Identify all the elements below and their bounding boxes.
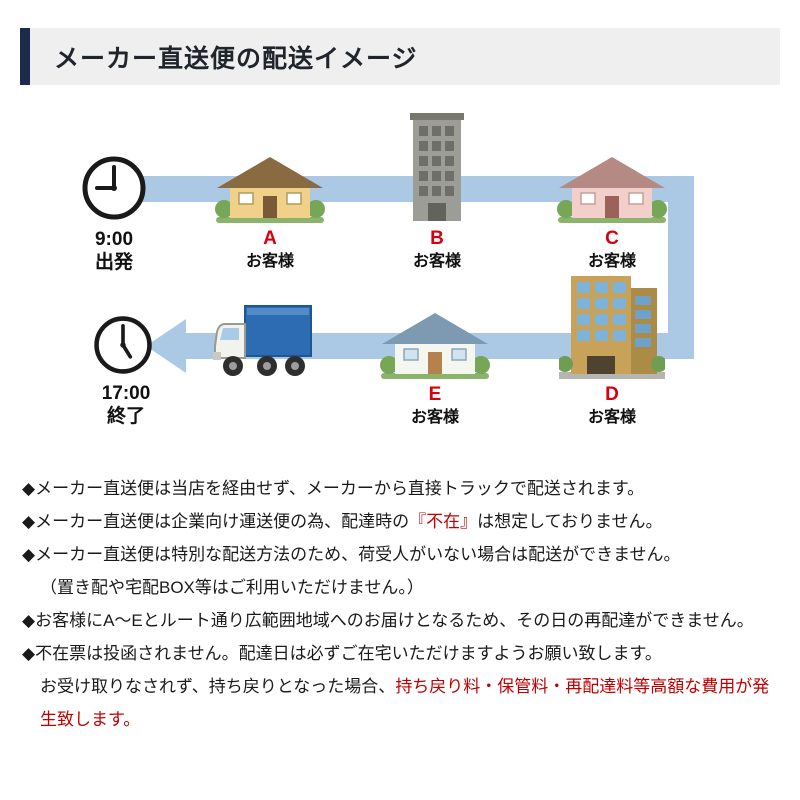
stop-e-icon-area (360, 270, 510, 380)
stop-a: A お客様 (195, 106, 345, 272)
stop-c-icon-area (537, 106, 687, 224)
header: メーカー直送便の配送イメージ (20, 28, 780, 85)
stop-c: C お客様 (537, 106, 687, 272)
note-text: ◆不在票は投函されません。配達日は必ずご在宅いただけますようお願い致します。 (22, 644, 662, 663)
tan-building-icon (559, 276, 665, 379)
start-clock (80, 154, 148, 227)
stop-b-icon-area (362, 106, 512, 224)
stop-c-label: お客様 (587, 253, 636, 270)
note-text: ◆お客様にA～Eとルート通り広範囲地域へのお届けとなるため、その日の再配達ができ… (22, 611, 754, 630)
note-text: ◆メーカー直送便は特別な配送方法のため、荷受人がいない場合は配送ができません。 (22, 545, 681, 564)
end-clock (92, 314, 154, 381)
header-accent-bar (20, 28, 30, 85)
note-text: ◆メーカー直送便は当店を経由せず、メーカーから直接トラックで配送されます。 (22, 479, 645, 498)
truck-icon-area (188, 270, 338, 380)
note-text: ◆メーカー直送便は企業向け運送便の為、配達時の (22, 512, 410, 531)
note-5-continuation: お受け取りなされず、持ち戻りとなった場合、持ち戻り料・保管料・再配達料等高額な費… (22, 670, 784, 736)
clock-17-icon (94, 316, 152, 374)
note-text: お受け取りなされず、持ち戻りとなった場合、 (40, 677, 396, 696)
stop-d-icon-area (537, 270, 687, 380)
stop-c-letter: C (605, 228, 619, 249)
end-caption: 終了 (106, 406, 145, 427)
stop-a-letter: A (263, 228, 277, 249)
stop-b: B お客様 (362, 106, 512, 272)
stop-e-letter: E (428, 384, 442, 405)
clock-9-icon (82, 156, 146, 220)
stop-e-label: お客様 (410, 409, 459, 426)
note-3-continuation: （置き配や宅配BOX等はご利用いただけません。） (22, 571, 784, 604)
page-title: メーカー直送便の配送イメージ (54, 44, 418, 73)
stop-b-label: お客様 (412, 253, 461, 270)
gray-building-icon (410, 113, 464, 221)
stop-a-label: お客様 (245, 253, 294, 270)
stop-b-letter: B (430, 228, 444, 249)
start-time-label: 9:00 出発 (58, 228, 170, 274)
route-band-right (668, 176, 694, 359)
yellow-house-icon (215, 157, 325, 223)
blue-roof-house-icon (380, 313, 490, 379)
note-text: （置き配や宅配BOX等はご利用いただけません。） (40, 578, 424, 597)
stop-e: E お客様 (360, 270, 510, 428)
note-text-red: 持ち戻り料・保管料・再配達料等高額な費用が発生致します。 (40, 677, 770, 729)
note-text-red: 『不在』 (409, 512, 478, 531)
stop-d-letter: D (605, 384, 619, 405)
route-arrow-left-icon (146, 319, 186, 373)
stop-d-label: お客様 (587, 409, 636, 426)
truck-icon (213, 305, 312, 376)
delivery-truck (188, 270, 338, 380)
pink-house-icon (557, 157, 667, 223)
note-5: ◆不在票は投函されません。配達日は必ずご在宅いただけますようお願い致します。 (22, 637, 784, 670)
end-time: 17:00 (101, 383, 151, 404)
note-text: は想定しておりません。 (477, 512, 663, 531)
notes-section: ◆メーカー直送便は当店を経由せず、メーカーから直接トラックで配送されます。 ◆メ… (22, 472, 784, 736)
note-4: ◆お客様にA～Eとルート通り広範囲地域へのお届けとなるため、その日の再配達ができ… (22, 604, 784, 637)
stop-a-icon-area (195, 106, 345, 224)
note-3: ◆メーカー直送便は特別な配送方法のため、荷受人がいない場合は配送ができません。 (22, 538, 784, 571)
note-2: ◆メーカー直送便は企業向け運送便の為、配達時の『不在』は想定しておりません。 (22, 505, 784, 538)
stop-d: D お客様 (537, 270, 687, 428)
start-caption: 出発 (94, 252, 133, 273)
note-1: ◆メーカー直送便は当店を経由せず、メーカーから直接トラックで配送されます。 (22, 472, 784, 505)
end-time-label: 17:00 終了 (70, 382, 182, 428)
start-time: 9:00 (94, 229, 134, 250)
